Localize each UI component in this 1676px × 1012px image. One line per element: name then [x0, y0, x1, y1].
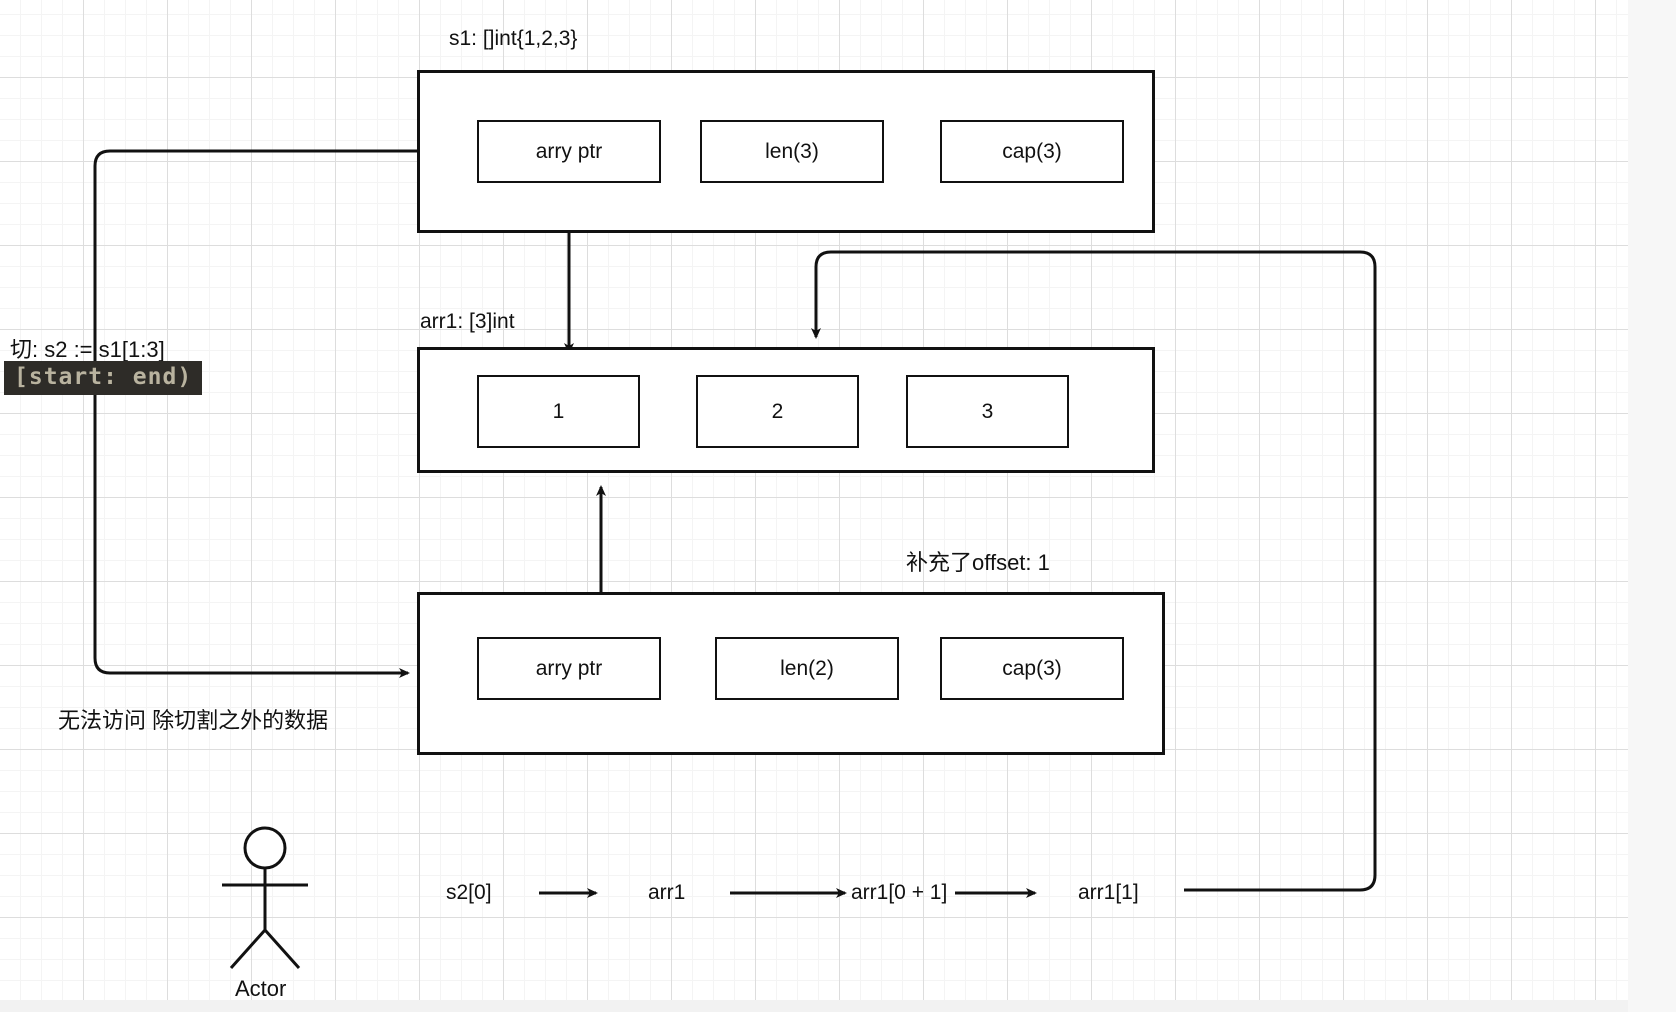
- s2-field-len[interactable]: len(2): [715, 637, 899, 700]
- actor-label: Actor: [235, 976, 287, 1001]
- arr1-element-0[interactable]: 1: [477, 375, 640, 448]
- flow-step-s2-0: s2[0]: [446, 881, 492, 904]
- actor-figure: [222, 826, 308, 970]
- flow-step-arr1: arr1: [648, 881, 686, 904]
- arr1-element-1[interactable]: 2: [696, 375, 859, 448]
- flow-step-arr1-1: arr1[1]: [1078, 881, 1139, 904]
- slice-note: 切: s2 := s1[1:3]: [10, 337, 165, 362]
- slice-range-code: [start: end): [4, 361, 203, 395]
- arr1-element-2[interactable]: 3: [906, 375, 1069, 448]
- right-margin: [1628, 0, 1676, 1012]
- s2-field-arry-ptr[interactable]: arry ptr: [477, 637, 661, 700]
- flow-step-arr1-0-1: arr1[0 + 1]: [851, 881, 948, 904]
- s1-field-cap[interactable]: cap(3): [940, 120, 1124, 183]
- s2-field-cap[interactable]: cap(3): [940, 637, 1124, 700]
- bottom-margin: [0, 1000, 1676, 1012]
- wire-s1-to-s2: [93, 149, 417, 678]
- s1-field-len[interactable]: len(3): [700, 120, 884, 183]
- s1-field-arry-ptr[interactable]: arry ptr: [477, 120, 661, 183]
- s1-title: s1: []int{1,2,3}: [449, 27, 578, 50]
- no-access-note: 无法访问 除切割之外的数据: [58, 708, 329, 733]
- diagram-canvas[interactable]: s1: []int{1,2,3} arry ptr len(3) cap(3) …: [0, 0, 1628, 1001]
- arr1-title: arr1: [3]int: [420, 310, 515, 333]
- offset-note: 补充了offset: 1: [906, 550, 1050, 575]
